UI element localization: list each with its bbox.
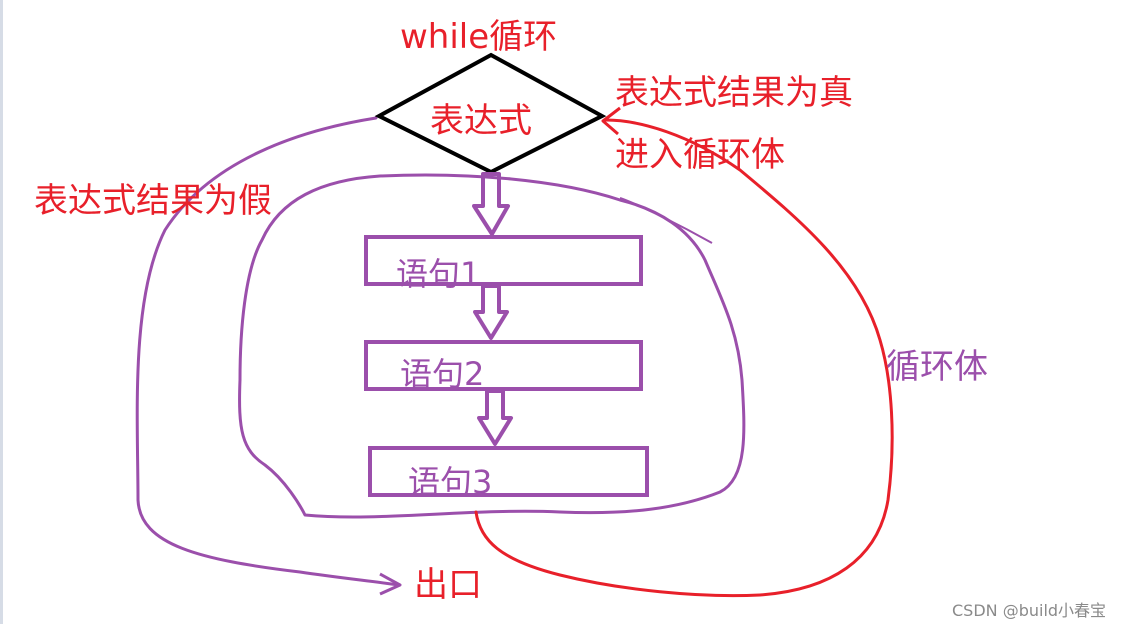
- true-branch-arrowhead: [601, 106, 621, 136]
- statement-box-3: [368, 446, 649, 497]
- statement-box-2: [364, 340, 643, 391]
- statement-label-2: 语句2: [400, 355, 485, 393]
- down-arrow-3: [477, 389, 513, 446]
- statement-label-1: 语句1: [396, 255, 481, 293]
- watermark: CSDN @build小春宝: [952, 601, 1107, 620]
- exit-label: 出口: [414, 565, 482, 605]
- exit-arrowhead: [379, 572, 402, 596]
- statement-label-3: 语句3: [408, 463, 493, 501]
- true-branch-return-curve: [474, 118, 894, 598]
- true-label-line2: 进入循环体: [615, 135, 785, 175]
- true-label-line1: 表达式结果为真: [615, 73, 853, 113]
- false-label: 表达式结果为假: [34, 181, 272, 221]
- diagram-title: while循环: [400, 17, 558, 57]
- loop-body-stroke-tail: [619, 197, 713, 244]
- false-branch-curve: [135, 116, 400, 587]
- statement-box-1: [364, 235, 643, 286]
- window-left-edge: [0, 0, 3, 624]
- condition-label: 表达式: [430, 101, 532, 141]
- down-arrow-2: [473, 284, 509, 340]
- loop-body-label: 循环体: [886, 347, 988, 387]
- down-arrow-1: [472, 172, 510, 236]
